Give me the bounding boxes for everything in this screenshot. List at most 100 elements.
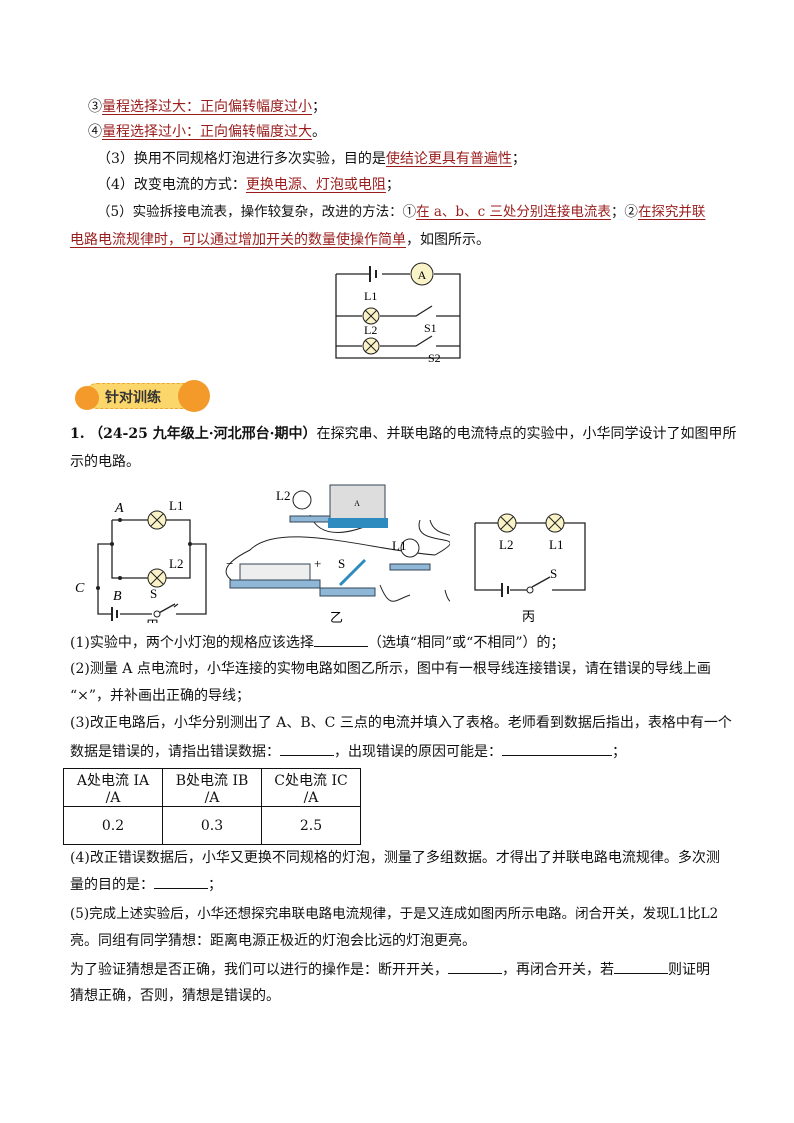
- answer: 电路电流规律时，可以通过增加开关的数量使操作简单: [70, 232, 406, 248]
- figure-jia-circuit: A B C L1 L2 S 甲: [75, 498, 207, 623]
- text: ；: [208, 877, 222, 893]
- answer-blank[interactable]: [154, 875, 208, 889]
- figure-caption: 丙: [522, 609, 535, 624]
- text: （3）换用不同规格灯泡进行多次实验，目的是: [97, 151, 386, 167]
- answer-blank[interactable]: [313, 633, 368, 647]
- sub-question-5: (5)完成上述实验后，小华还想探究串联电路电流规律，于是又连成如图丙所示电路。闭…: [70, 906, 719, 922]
- s2-label: S2: [428, 351, 441, 365]
- sub-question-4-cont: 量的目的是： ；: [70, 875, 222, 894]
- header-cell: A处电流 IA /A: [63, 768, 163, 807]
- battery-icon: [229, 579, 321, 589]
- bulb-l1-icon: [400, 538, 420, 558]
- punct: ；: [511, 151, 526, 167]
- note-p3: （3）换用不同规格灯泡进行多次实验，目的是使结论更具有普遍性；: [97, 150, 526, 168]
- s1-label: S1: [424, 321, 437, 335]
- sub-question-1: (1)实验中，两个小灯泡的规格应该选择 （选填“相同”或“不相同”）的；: [70, 633, 564, 652]
- punct: ；: [385, 177, 400, 193]
- sub-question-5-ops: 为了验证猜想是否正确，我们可以进行的操作是：断开开关， ，再闭合开关，若 则证明: [70, 960, 710, 979]
- figure-caption: 甲: [146, 618, 159, 623]
- point-a-label: A: [114, 501, 124, 516]
- figure-caption: 乙: [330, 610, 343, 625]
- l2-label: L2: [169, 556, 183, 571]
- header-cell: B处电流 IB /A: [162, 768, 262, 807]
- question-stem: 1. （24-25 九年级上·河北邢台·期中）在探究串、并联电路的电流特点的实验…: [70, 425, 736, 443]
- header-cell: C处电流 IC /A: [261, 768, 361, 807]
- text: 数据是错误的，请指出错误数据：: [70, 744, 280, 760]
- bulb-l2-icon: [292, 490, 312, 510]
- switch-icon: [319, 587, 376, 597]
- table-cell: 2.5: [261, 806, 361, 845]
- punct: ；②: [610, 204, 638, 220]
- figure-yi-physical-circuit: A L2 L1 S − + 乙: [225, 484, 450, 625]
- answer: 在 a、b、c 三处分别连接电流表: [416, 204, 611, 220]
- num: ③: [88, 99, 102, 115]
- section-badge: 针对训练: [75, 378, 210, 412]
- l2-label: L2: [499, 537, 513, 552]
- sub-question-5-end: 猜想正确，否则，猜想是错误的。: [70, 988, 280, 1004]
- answer: 更换电源、灯泡或电阻: [245, 177, 386, 193]
- table-cell: 0.2: [63, 806, 163, 845]
- note-p4: （4）改变电流的方式：更换电源、灯泡或电阻；: [97, 176, 400, 194]
- text: （5）实验拆接电流表，操作较复杂，改进的方法：①: [97, 204, 417, 220]
- question-number: 1.: [70, 426, 85, 442]
- text: ，再闭合开关，若: [502, 962, 614, 978]
- note-p5-cont: 电路电流规律时，可以通过增加开关的数量使操作简单，如图所示。: [70, 231, 490, 249]
- punct: 。: [312, 124, 326, 140]
- answer-blank[interactable]: [280, 742, 334, 756]
- l1-label: L1: [549, 537, 563, 552]
- figure-bing-circuit: L2 L1 S 丙: [474, 513, 586, 624]
- answer-blank[interactable]: [448, 960, 502, 974]
- l1-label: L1: [392, 538, 406, 553]
- point-c-label: C: [75, 581, 85, 596]
- ammeter-icon: [410, 262, 434, 286]
- num: ④: [88, 124, 102, 140]
- section-badge-label: 针对训练: [105, 390, 161, 406]
- note-item-4: ④量程选择过小：正向偏转幅度过大。: [88, 123, 326, 141]
- text: （选填“相同”或“不相同”）的；: [367, 635, 565, 651]
- sub-question-2-cont: “×”，并补画出正确的导线；: [70, 688, 251, 704]
- parallel-switch-circuit-diagram: A L1 L2 S1 S2: [335, 262, 461, 365]
- text: 为了验证猜想是否正确，我们可以进行的操作是：断开开关，: [70, 962, 448, 978]
- text: ，出现错误的原因可能是：: [334, 744, 502, 760]
- l1-label: L1: [364, 289, 377, 303]
- s-label: S: [338, 556, 345, 571]
- plus-label: +: [314, 556, 321, 571]
- l2-label: L2: [364, 323, 377, 337]
- note-p5: （5）实验拆接电流表，操作较复杂，改进的方法：①在 a、b、c 三处分别连接电流…: [97, 203, 705, 221]
- point-b-label: B: [113, 589, 122, 604]
- orange-icon: [75, 386, 99, 410]
- answer-blank[interactable]: [614, 960, 668, 974]
- table-row: 0.2 0.3 2.5: [63, 806, 361, 845]
- s-label: S: [550, 566, 557, 581]
- s-label: S: [150, 586, 157, 601]
- text: ，如图所示。: [406, 232, 490, 248]
- sub-question-3-cont: 数据是错误的，请指出错误数据： ，出现错误的原因可能是： ；: [70, 742, 626, 761]
- answer: 在探究并联: [637, 204, 706, 220]
- text: ；: [612, 744, 626, 760]
- text: (1)实验中，两个小灯泡的规格应该选择: [70, 635, 314, 651]
- sub-question-5-cont: 亮。同组有同学猜想：距离电源正极近的灯泡会比远的灯泡更亮。: [70, 933, 476, 949]
- sub-question-4: (4)改正错误数据后，小华又更换不同规格的灯泡，测量了多组数据。才得出了并联电路…: [70, 850, 720, 866]
- l1-label: L1: [169, 498, 183, 513]
- text: 则证明: [668, 962, 710, 978]
- note-item-3: ③量程选择过大：正向偏转幅度过小；: [88, 98, 326, 116]
- punct: ；: [312, 99, 326, 115]
- current-data-table: A处电流 IA /A B处电流 IB /A C处电流 IC /A 0.2 0.3…: [63, 768, 361, 845]
- answer-blank[interactable]: [502, 742, 612, 756]
- minus-label: −: [226, 556, 233, 571]
- stem-text: 示的电路。: [70, 454, 140, 470]
- answer: 量程选择过大：正向偏转幅度过小: [102, 99, 312, 115]
- table-header-row: A处电流 IA /A B处电流 IB /A C处电流 IC /A: [63, 768, 361, 807]
- sub-question-2: (2)测量 A 点电流时，小华连接的实物电路如图乙所示，图中有一根导线连接错误，…: [70, 661, 711, 677]
- answer: 使结论更具有普遍性: [385, 151, 512, 167]
- text: 量的目的是：: [70, 877, 154, 893]
- sub-question-3: (3)改正电路后，小华分别测出了 A、B、C 三点的电流并填入了表格。老师看到数…: [70, 715, 732, 731]
- ammeter-label: A: [354, 499, 360, 508]
- question-source: （24-25 九年级上·河北邢台·期中）: [89, 426, 317, 442]
- table-cell: 0.3: [162, 806, 262, 845]
- ammeter-label: A: [418, 268, 427, 282]
- stem-text: 在探究串、并联电路的电流特点的实验中，小华同学设计了如图甲所: [316, 426, 737, 442]
- orange-icon: [178, 380, 210, 412]
- text: （4）改变电流的方式：: [97, 177, 246, 193]
